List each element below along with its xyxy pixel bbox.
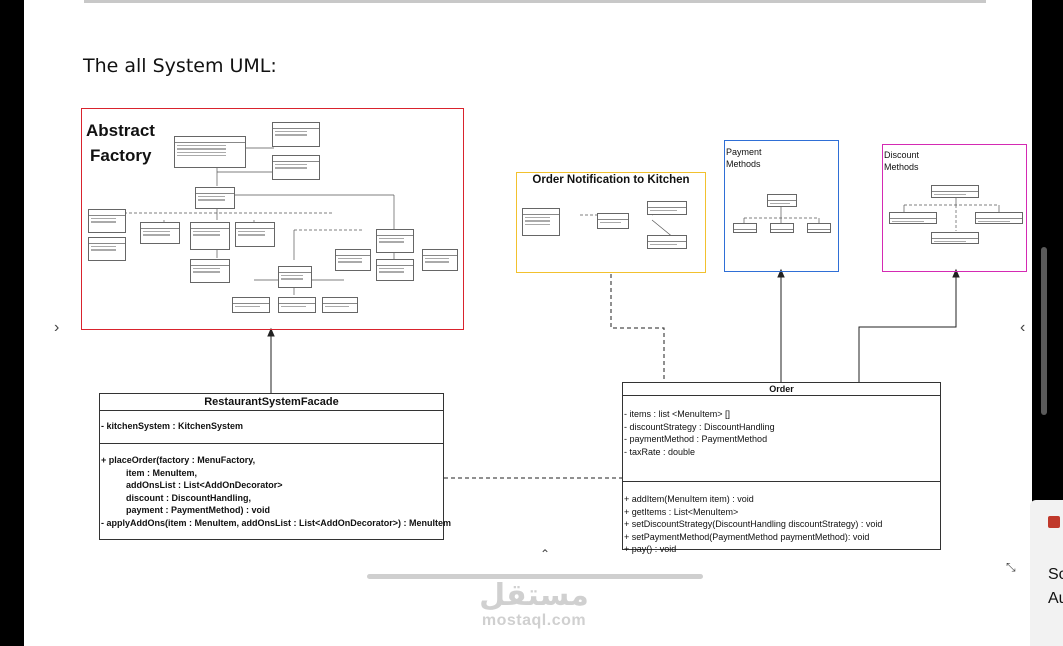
uml-mini-class xyxy=(597,213,629,229)
abstract-factory-frame: Abstract Factory xyxy=(81,108,464,330)
uml-mini-class xyxy=(272,155,320,180)
uml-mini-class xyxy=(733,223,757,233)
order-class-name: Order xyxy=(623,383,940,396)
uml-mini-class xyxy=(140,222,180,244)
uml-mini-class xyxy=(232,297,270,313)
uml-mini-class xyxy=(422,249,458,271)
uml-mini-class xyxy=(322,297,358,313)
facade-methods: + placeOrder(factory : MenuFactory, item… xyxy=(100,444,452,530)
facade-attribute: - kitchenSystem : KitchenSystem xyxy=(101,421,244,431)
uml-mini-class xyxy=(767,194,797,207)
uml-diagram-board: Abstract Factory Order Notification t xyxy=(44,100,1032,580)
uml-mini-class xyxy=(272,122,320,147)
uml-mini-class xyxy=(195,187,235,209)
discount-title-line2: Methods xyxy=(884,162,919,172)
facade-method: - applyAddOns(item : MenuItem, addOnsLis… xyxy=(101,517,452,528)
order-method: + setPaymentMethod(PaymentMethod payment… xyxy=(624,531,870,542)
order-method: + pay() : void xyxy=(624,544,677,555)
abstract-factory-title: Abstract Factory xyxy=(86,118,155,168)
facade-class-box: RestaurantSystemFacade - kitchenSystem :… xyxy=(99,393,452,540)
watermark: مستقل mostaql.com xyxy=(464,580,604,630)
facade-method: payment : PaymentMethod) : void xyxy=(126,505,271,516)
uml-mini-class xyxy=(931,185,979,198)
connector-lines xyxy=(123,147,1000,479)
collapse-chevron-button[interactable]: ⌃ xyxy=(540,547,551,561)
payment-title-line1: Payment xyxy=(726,147,762,157)
section-heading: The all System UML: xyxy=(83,55,277,77)
order-attribute: - paymentMethod : PaymentMethod xyxy=(624,434,768,445)
uml-mini-class xyxy=(174,136,246,168)
order-attribute: - discountStrategy : DiscountHandling xyxy=(624,421,775,432)
watermark-arabic: مستقل xyxy=(479,578,589,613)
order-method: + getItems : List<MenuItem> xyxy=(624,506,739,517)
facade-attributes: - kitchenSystem : KitchenSystem xyxy=(100,411,443,444)
uml-mini-class xyxy=(770,223,794,233)
order-attribute: - items : list <MenuItem> [] xyxy=(624,409,731,419)
facade-method: item : MenuItem, xyxy=(126,467,198,478)
side-panel-line2: Au xyxy=(1048,590,1063,607)
order-method: + setDiscountStrategy(DiscountHandling d… xyxy=(624,519,883,530)
order-notification-title: Order Notification to Kitchen xyxy=(532,174,690,186)
document-page: The all System UML: xyxy=(24,0,1032,646)
order-method: + addItem(MenuItem item) : void xyxy=(624,494,754,504)
uml-mini-class xyxy=(376,259,414,281)
side-panel-line1: Sc xyxy=(1048,566,1063,583)
uml-mini-class xyxy=(88,237,126,261)
uml-mini-class xyxy=(278,297,316,313)
uml-mini-class xyxy=(807,223,831,233)
watermark-latin: mostaql.com xyxy=(481,612,587,629)
discount-methods-frame: Discount Methods xyxy=(882,144,1027,272)
uml-mini-class xyxy=(88,209,126,233)
facade-method: + placeOrder(factory : MenuFactory, xyxy=(101,455,256,465)
abstract-factory-title-line2: Factory xyxy=(90,146,152,165)
side-panel-card[interactable]: Sc Au xyxy=(1030,500,1063,646)
facade-class-name: RestaurantSystemFacade xyxy=(100,394,443,411)
discount-title-line1: Discount xyxy=(884,150,920,160)
uml-mini-class xyxy=(522,208,560,236)
payment-methods-title: Payment Methods xyxy=(726,146,762,170)
uml-mini-class xyxy=(376,229,414,253)
payment-title-line2: Methods xyxy=(726,159,761,169)
order-class-box: Order - items : list <MenuItem> [] - dis… xyxy=(622,382,941,554)
uml-mini-class xyxy=(889,212,937,224)
order-attributes: - items : list <MenuItem> [] - discountS… xyxy=(623,396,940,482)
prev-slide-chevron-icon[interactable]: › xyxy=(54,319,60,336)
order-methods: + addItem(MenuItem item) : void + getIte… xyxy=(623,482,940,556)
order-notification-frame: Order Notification to Kitchen xyxy=(516,172,706,273)
uml-mini-class xyxy=(278,266,312,288)
abstract-factory-title-line1: Abstract xyxy=(86,121,155,140)
facade-method: addOnsList : List<AddOnDecorator> xyxy=(126,480,283,491)
horizontal-scrollbar[interactable] xyxy=(367,574,703,579)
top-divider xyxy=(84,0,986,3)
payment-methods-frame: Payment Methods xyxy=(724,140,839,272)
vertical-scrollbar[interactable] xyxy=(1041,247,1047,415)
expand-icon[interactable]: ⤡ xyxy=(1006,560,1016,574)
uml-mini-class xyxy=(931,232,979,244)
uml-mini-class xyxy=(335,249,371,271)
uml-mini-class xyxy=(647,235,687,249)
facade-method: discount : DiscountHandling, xyxy=(126,492,251,503)
uml-mini-class xyxy=(647,201,687,215)
order-attribute: - taxRate : double xyxy=(624,446,696,457)
uml-mini-class xyxy=(975,212,1023,224)
uml-mini-class xyxy=(190,222,230,250)
uml-mini-class xyxy=(235,222,275,247)
uml-mini-class xyxy=(190,259,230,283)
next-slide-chevron-icon[interactable]: ‹ xyxy=(1020,319,1026,336)
app-icon xyxy=(1048,516,1060,528)
discount-methods-title: Discount Methods xyxy=(884,149,919,173)
